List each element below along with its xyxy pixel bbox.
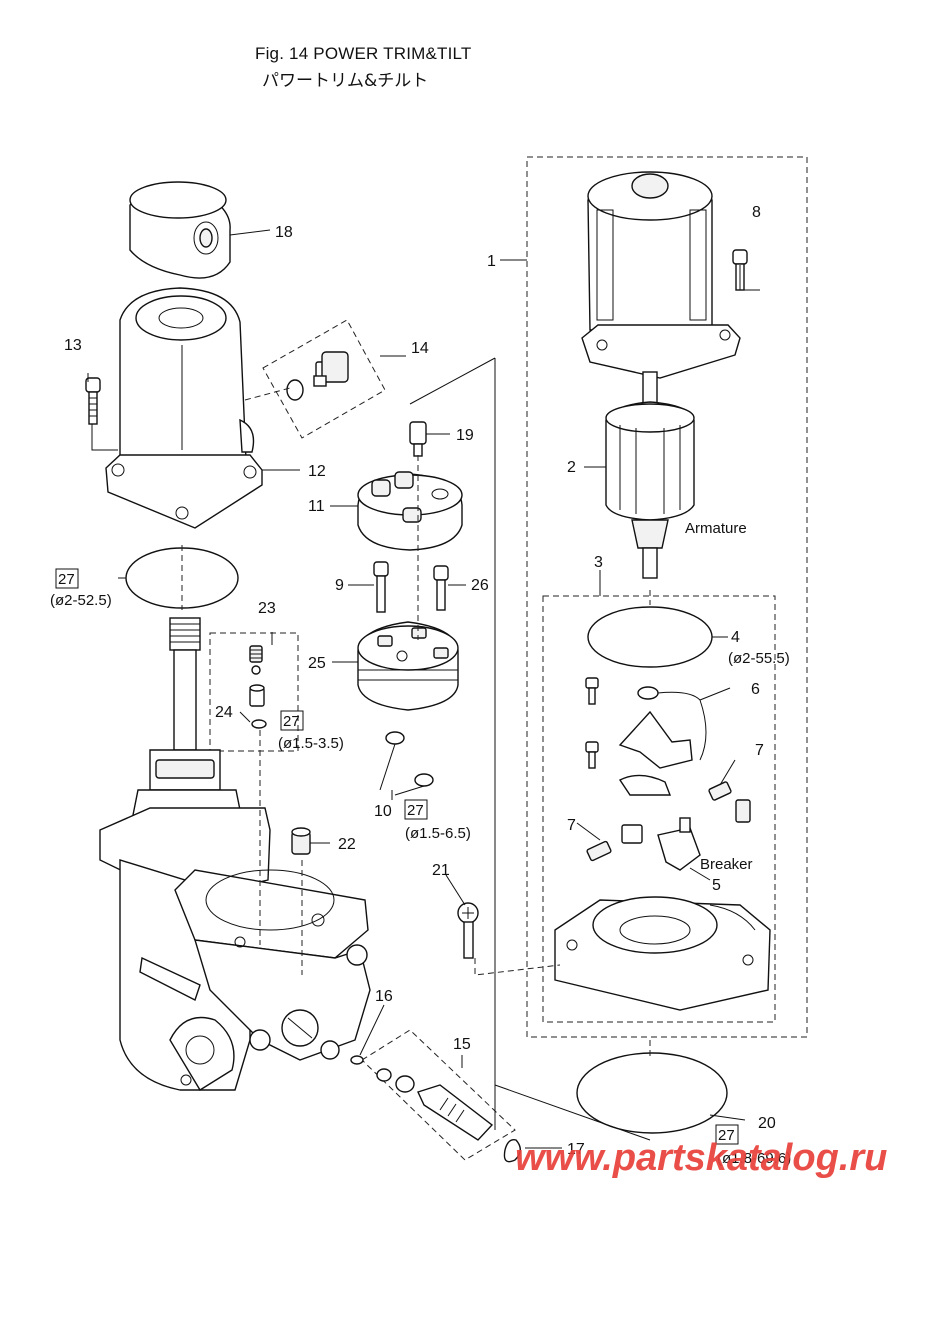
part-7-brush-a [708,781,751,823]
callout-8: 8 [752,204,761,221]
part-20-o-ring [576,1052,728,1134]
callout-12: 12 [308,463,326,480]
brush-holder-group [542,595,776,1023]
leader-lines [87,229,760,1149]
part-23-spring-ball [249,645,265,707]
callout-6: 6 [751,681,760,698]
callout-15: 15 [453,1036,471,1053]
figure-subtitle: パワートリム&チルト [262,71,429,91]
callout-22: 22 [338,836,356,853]
callout-16: 16 [375,988,393,1005]
part-10-o-ring-a [385,731,405,745]
note-o-ring-69-6: (ø1.8-69.6) [717,1150,791,1167]
part-25-pump [357,621,459,711]
callout-25: 25 [308,655,326,672]
note-o-ring-3-5: (ø1.5-3.5) [278,735,344,752]
callout-21: 21 [432,862,450,879]
trim-tilt-housing [99,617,371,1091]
group-23-box [209,632,299,752]
part-9-bolt [373,561,389,613]
callout-26: 26 [471,577,489,594]
group-14-box [262,319,386,439]
callout-24: 24 [215,704,233,721]
callout-2: 2 [567,459,576,476]
label-armature: Armature [685,520,747,537]
callout-3: 3 [594,554,603,571]
part-26-bolt [433,565,449,611]
callout-9: 9 [335,577,344,594]
part-7-brush-b [586,824,643,862]
callout-7b: 7 [567,817,576,834]
note-o-ring-55-5: (ø2-55.5) [728,650,790,667]
callout-23: 23 [258,600,276,617]
part-2-armature [605,371,695,579]
callout-18: 18 [275,224,293,241]
part-15-valve-assembly [376,1068,494,1141]
callout-13: 13 [64,337,82,354]
callout-1: 1 [487,253,496,270]
callout-19: 19 [456,427,474,444]
part-10-o-ring-b [414,773,434,787]
callout-14: 14 [411,340,429,357]
callout-7a: 7 [755,742,764,759]
note-o-ring-52-5: (ø2-52.5) [50,592,112,609]
part-17-circlip [503,1139,521,1163]
part-14-valve [286,351,349,401]
part-13-bolt [85,377,101,425]
part-11-reservoir [357,471,463,551]
part-12-cylinder-head [105,287,263,529]
part-18-cap [129,181,231,279]
callout-11: 11 [308,498,325,515]
callout-20: 20 [758,1115,776,1132]
part-21-screw [457,902,479,959]
part-4-o-ring [587,606,713,668]
group-15-box [361,1029,516,1161]
ref-27-b: 27 [283,713,300,730]
callout-17: 17 [567,1141,585,1158]
ref-27-d: 27 [718,1127,735,1144]
ref-27-c: 27 [407,802,424,819]
part-16-o-ring [350,1055,364,1065]
motor-assembly-group [526,156,808,1038]
label-breaker: Breaker [700,856,753,873]
part-5-breaker [657,817,701,871]
callout-5: 5 [712,877,721,894]
ref-27-a: 27 [58,571,75,588]
part-6-brush-lead [585,677,707,796]
note-o-ring-6-5: (ø1.5-6.5) [405,825,471,842]
part-24-o-ring [251,719,267,729]
part-19-pin [409,421,427,457]
callout-10: 10 [374,803,392,820]
figure-title: Fig. 14 POWER TRIM&TILT [255,44,472,63]
watermark: www.partskatalog.ru [515,1137,887,1179]
callout-4: 4 [731,629,740,646]
motor-end-frame [554,896,771,1011]
part-22-plug [291,827,311,855]
part-1-motor-yoke [581,171,741,379]
